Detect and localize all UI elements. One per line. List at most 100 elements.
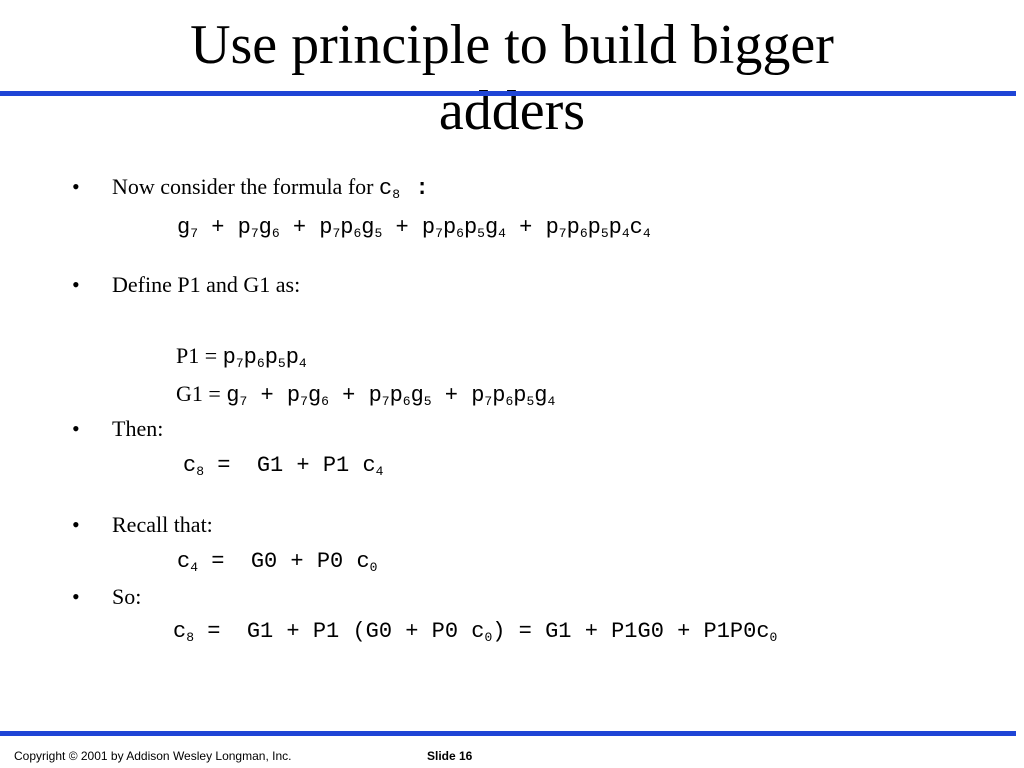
then-equation: c8 = G1 + P1 c4 <box>183 452 383 480</box>
formula-operator: + <box>328 383 369 408</box>
formula-operator: + <box>247 383 287 408</box>
formula-subscript: 5 <box>277 356 286 371</box>
formula-variable: p4 <box>608 215 630 241</box>
formula-variable: p7 <box>319 215 341 241</box>
formula-variable: p5 <box>587 215 609 241</box>
formula-variable: p6 <box>442 215 464 241</box>
g1-label: G1 = <box>176 381 221 406</box>
formula-subscript: 7 <box>558 226 567 241</box>
formula-subscript: 6 <box>456 226 464 241</box>
colon-text: : <box>415 176 429 201</box>
g1-definition: G1 = g7 + p7g6 + p7p6g5 + p7p6p5g4 <box>176 380 555 410</box>
formula-variable: p5 <box>463 215 485 241</box>
formula-subscript: 4 <box>298 356 307 371</box>
bullet-text: Recall that: <box>112 512 213 537</box>
formula-subscript: 7 <box>235 356 244 371</box>
p1-expression: p7p6p5p4 <box>223 345 307 370</box>
formula-variable: c4 <box>629 215 651 241</box>
formula-variable: p6 <box>243 345 265 371</box>
formula-subscript: 6 <box>271 226 280 241</box>
formula-variable: p7 <box>237 215 259 241</box>
formula-subscript: 8 <box>186 630 195 645</box>
formula-operator: + <box>382 215 422 240</box>
footer-divider <box>0 731 1016 736</box>
recall-equation: c4 = G0 + P0 c0 <box>177 548 377 576</box>
formula-operator: = G0 + P0 <box>198 549 357 574</box>
formula-variable: p7 <box>286 383 308 409</box>
formula-subscript: 4 <box>547 394 556 409</box>
formula-subscript: 4 <box>642 226 651 241</box>
formula-variable: g4 <box>484 215 506 241</box>
formula-variable: p7 <box>545 215 567 241</box>
formula-variable: c8 <box>173 619 195 645</box>
slide-title-line1: Use principle to build bigger <box>190 14 834 76</box>
formula-subscript: 5 <box>423 394 432 409</box>
formula-subscript: 8 <box>196 464 205 479</box>
formula-variable: p7 <box>222 345 244 371</box>
formula-operator: + <box>431 383 472 408</box>
formula-variable: p6 <box>389 383 411 409</box>
formula-variable: p5 <box>264 345 286 371</box>
formula-operator: = G1 + P1 (G0 + P0 <box>194 619 472 644</box>
formula-subscript: 0 <box>369 560 378 575</box>
formula-variable: c0 <box>356 549 378 575</box>
formula-variable: p6 <box>566 215 588 241</box>
formula-subscript: 7 <box>435 226 443 241</box>
formula-subscript: 6 <box>402 394 411 409</box>
formula-variable: p7 <box>421 215 443 241</box>
formula-variable: c0 <box>756 619 778 645</box>
formula-variable: g4 <box>534 383 556 409</box>
formula-variable: g5 <box>361 215 383 241</box>
formula-subscript: 7 <box>332 226 341 241</box>
formula-subscript: 6 <box>353 226 362 241</box>
formula-variable: g5 <box>410 383 432 409</box>
bullet-formula-intro: Now consider the formula for c8 : <box>112 174 429 202</box>
bullet-text: Then: <box>112 416 164 441</box>
bullet-marker: • <box>72 174 80 199</box>
formula-variable: g6 <box>307 383 329 409</box>
bullet-text: Define P1 and G1 as: <box>112 272 301 297</box>
formula-variable: g6 <box>258 215 280 241</box>
formula-subscript: 7 <box>484 394 493 409</box>
formula-variable: c0 <box>471 619 493 645</box>
title-divider <box>0 91 1016 96</box>
formula-subscript: 6 <box>579 226 588 241</box>
formula-variable: p5 <box>513 383 535 409</box>
formula-subscript: 6 <box>505 394 514 409</box>
c8-symbol: c8 <box>378 176 400 202</box>
p1-label: P1 = <box>176 343 218 368</box>
slide-number: Slide 16 <box>427 749 473 763</box>
formula-variable: g7 <box>177 215 199 241</box>
formula-variable: p4 <box>285 345 307 371</box>
formula-subscript: 7 <box>381 394 390 409</box>
bullet-marker: • <box>72 416 80 441</box>
formula-variable: p6 <box>492 383 514 409</box>
formula-variable: c4 <box>177 549 199 575</box>
p1-definition: P1 = p7p6p5p4 <box>176 342 307 372</box>
slide-title: Use principle to build bigger adders <box>0 12 1024 144</box>
formula-subscript: 4 <box>375 464 384 479</box>
formula-operator: + <box>198 215 238 240</box>
formula-subscript: 6 <box>256 356 265 371</box>
formula-subscript: 5 <box>526 394 535 409</box>
formula-subscript: 5 <box>374 226 383 241</box>
formula-subscript: 5 <box>600 226 609 241</box>
formula-subscript: 7 <box>190 226 199 241</box>
formula-subscript: 4 <box>190 560 199 575</box>
formula-variable: c4 <box>362 453 384 479</box>
formula-subscript: 0 <box>484 630 493 645</box>
formula-operator: ) = G1 + P1G0 + P1P0 <box>492 619 757 644</box>
formula-variable: c8 <box>183 453 205 479</box>
formula-subscript: 4 <box>498 226 506 241</box>
formula-variable: p7 <box>368 383 390 409</box>
formula-subscript: 7 <box>239 394 248 409</box>
bullet-marker: • <box>72 272 80 297</box>
formula-variable: p6 <box>340 215 362 241</box>
g1-expression: g7 + p7g6 + p7p6g5 + p7p6p5g4 <box>226 383 555 408</box>
formula-subscript: 4 <box>621 226 630 241</box>
slide-title-line2: adders <box>438 80 586 142</box>
formula-subscript: 7 <box>250 226 259 241</box>
bullet-text: So: <box>112 584 142 609</box>
formula-variable: g7 <box>226 383 248 409</box>
bullet-text: Now consider the formula for <box>112 174 374 199</box>
